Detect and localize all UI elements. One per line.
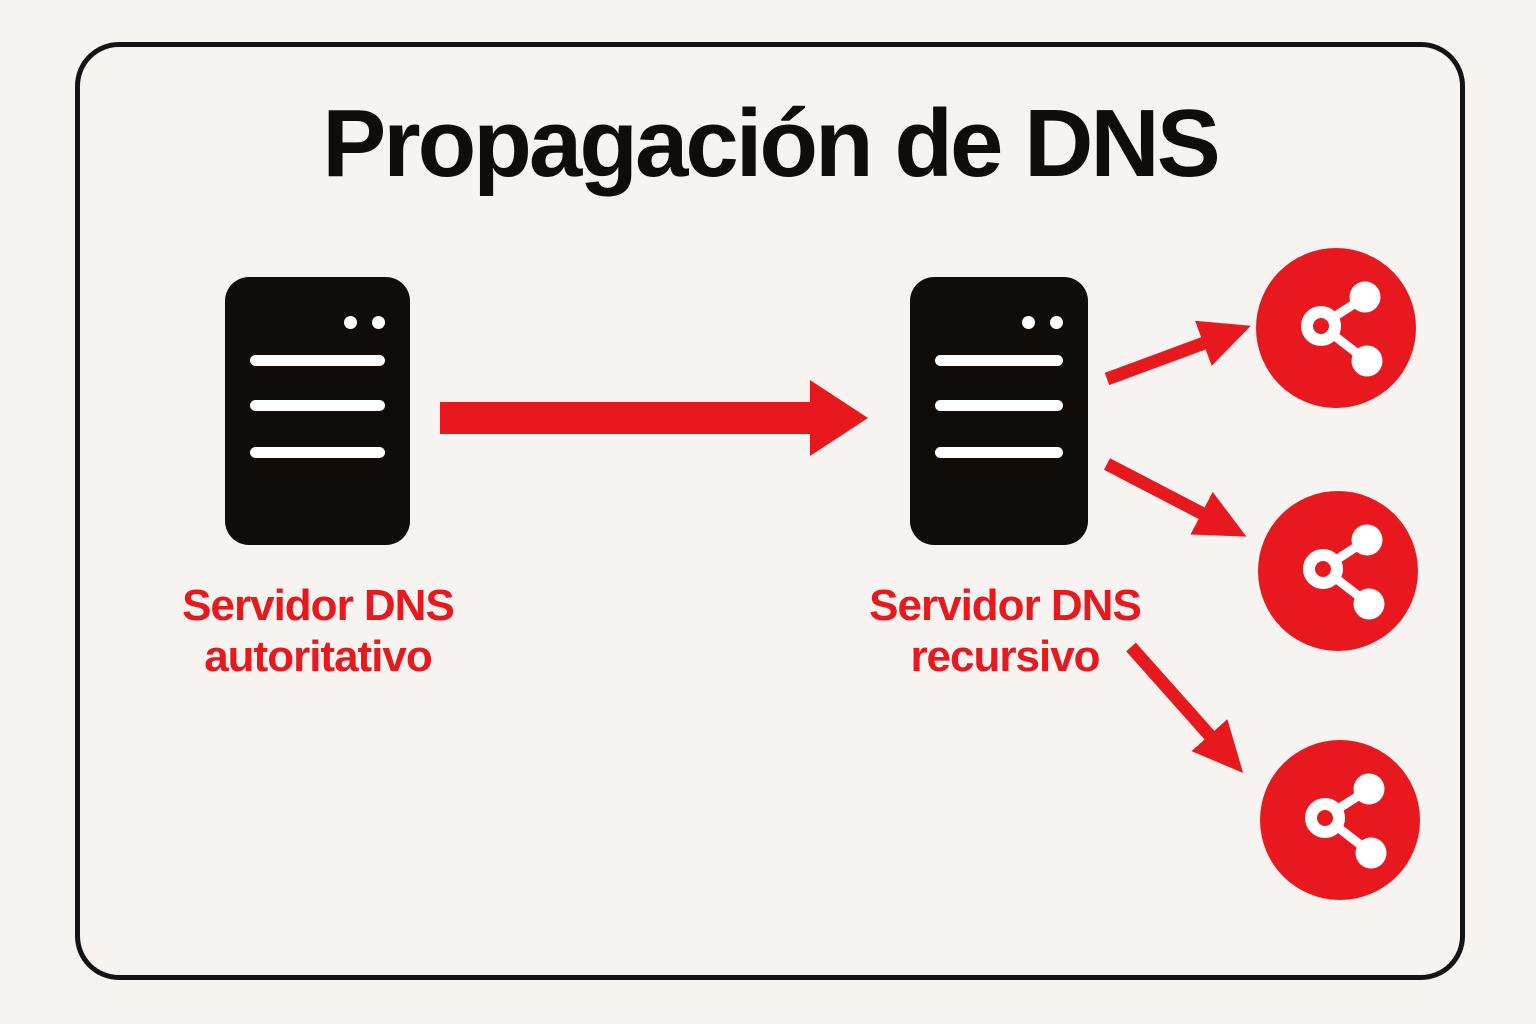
server-led-icon [344, 316, 357, 329]
label-line: Servidor DNS [182, 581, 455, 630]
label-recursive-server: Servidor DNS recursivo [795, 580, 1215, 682]
server-slot-bar [250, 447, 385, 458]
server-led-icon [1022, 316, 1035, 329]
server-slot-bar [935, 447, 1063, 458]
label-line: Servidor DNS [869, 581, 1142, 630]
label-line: autoritativo [204, 632, 433, 682]
diagram-title: Propagación de DNS [322, 90, 1221, 197]
server-slot-bar [250, 400, 385, 411]
label-authoritative-server: Servidor DNS autoritativo [108, 580, 528, 682]
label-line: recursivo [910, 632, 1100, 682]
diagram-frame: Propagación de DNS Servidor DNS autorita… [75, 42, 1465, 980]
server-led-icon [1050, 316, 1063, 329]
server-icon [910, 277, 1088, 545]
server-slot-bar [250, 355, 385, 366]
server-icon [225, 277, 410, 545]
server-slot-bar [935, 400, 1063, 411]
server-slot-bar [935, 355, 1063, 366]
server-led-icon [372, 316, 385, 329]
